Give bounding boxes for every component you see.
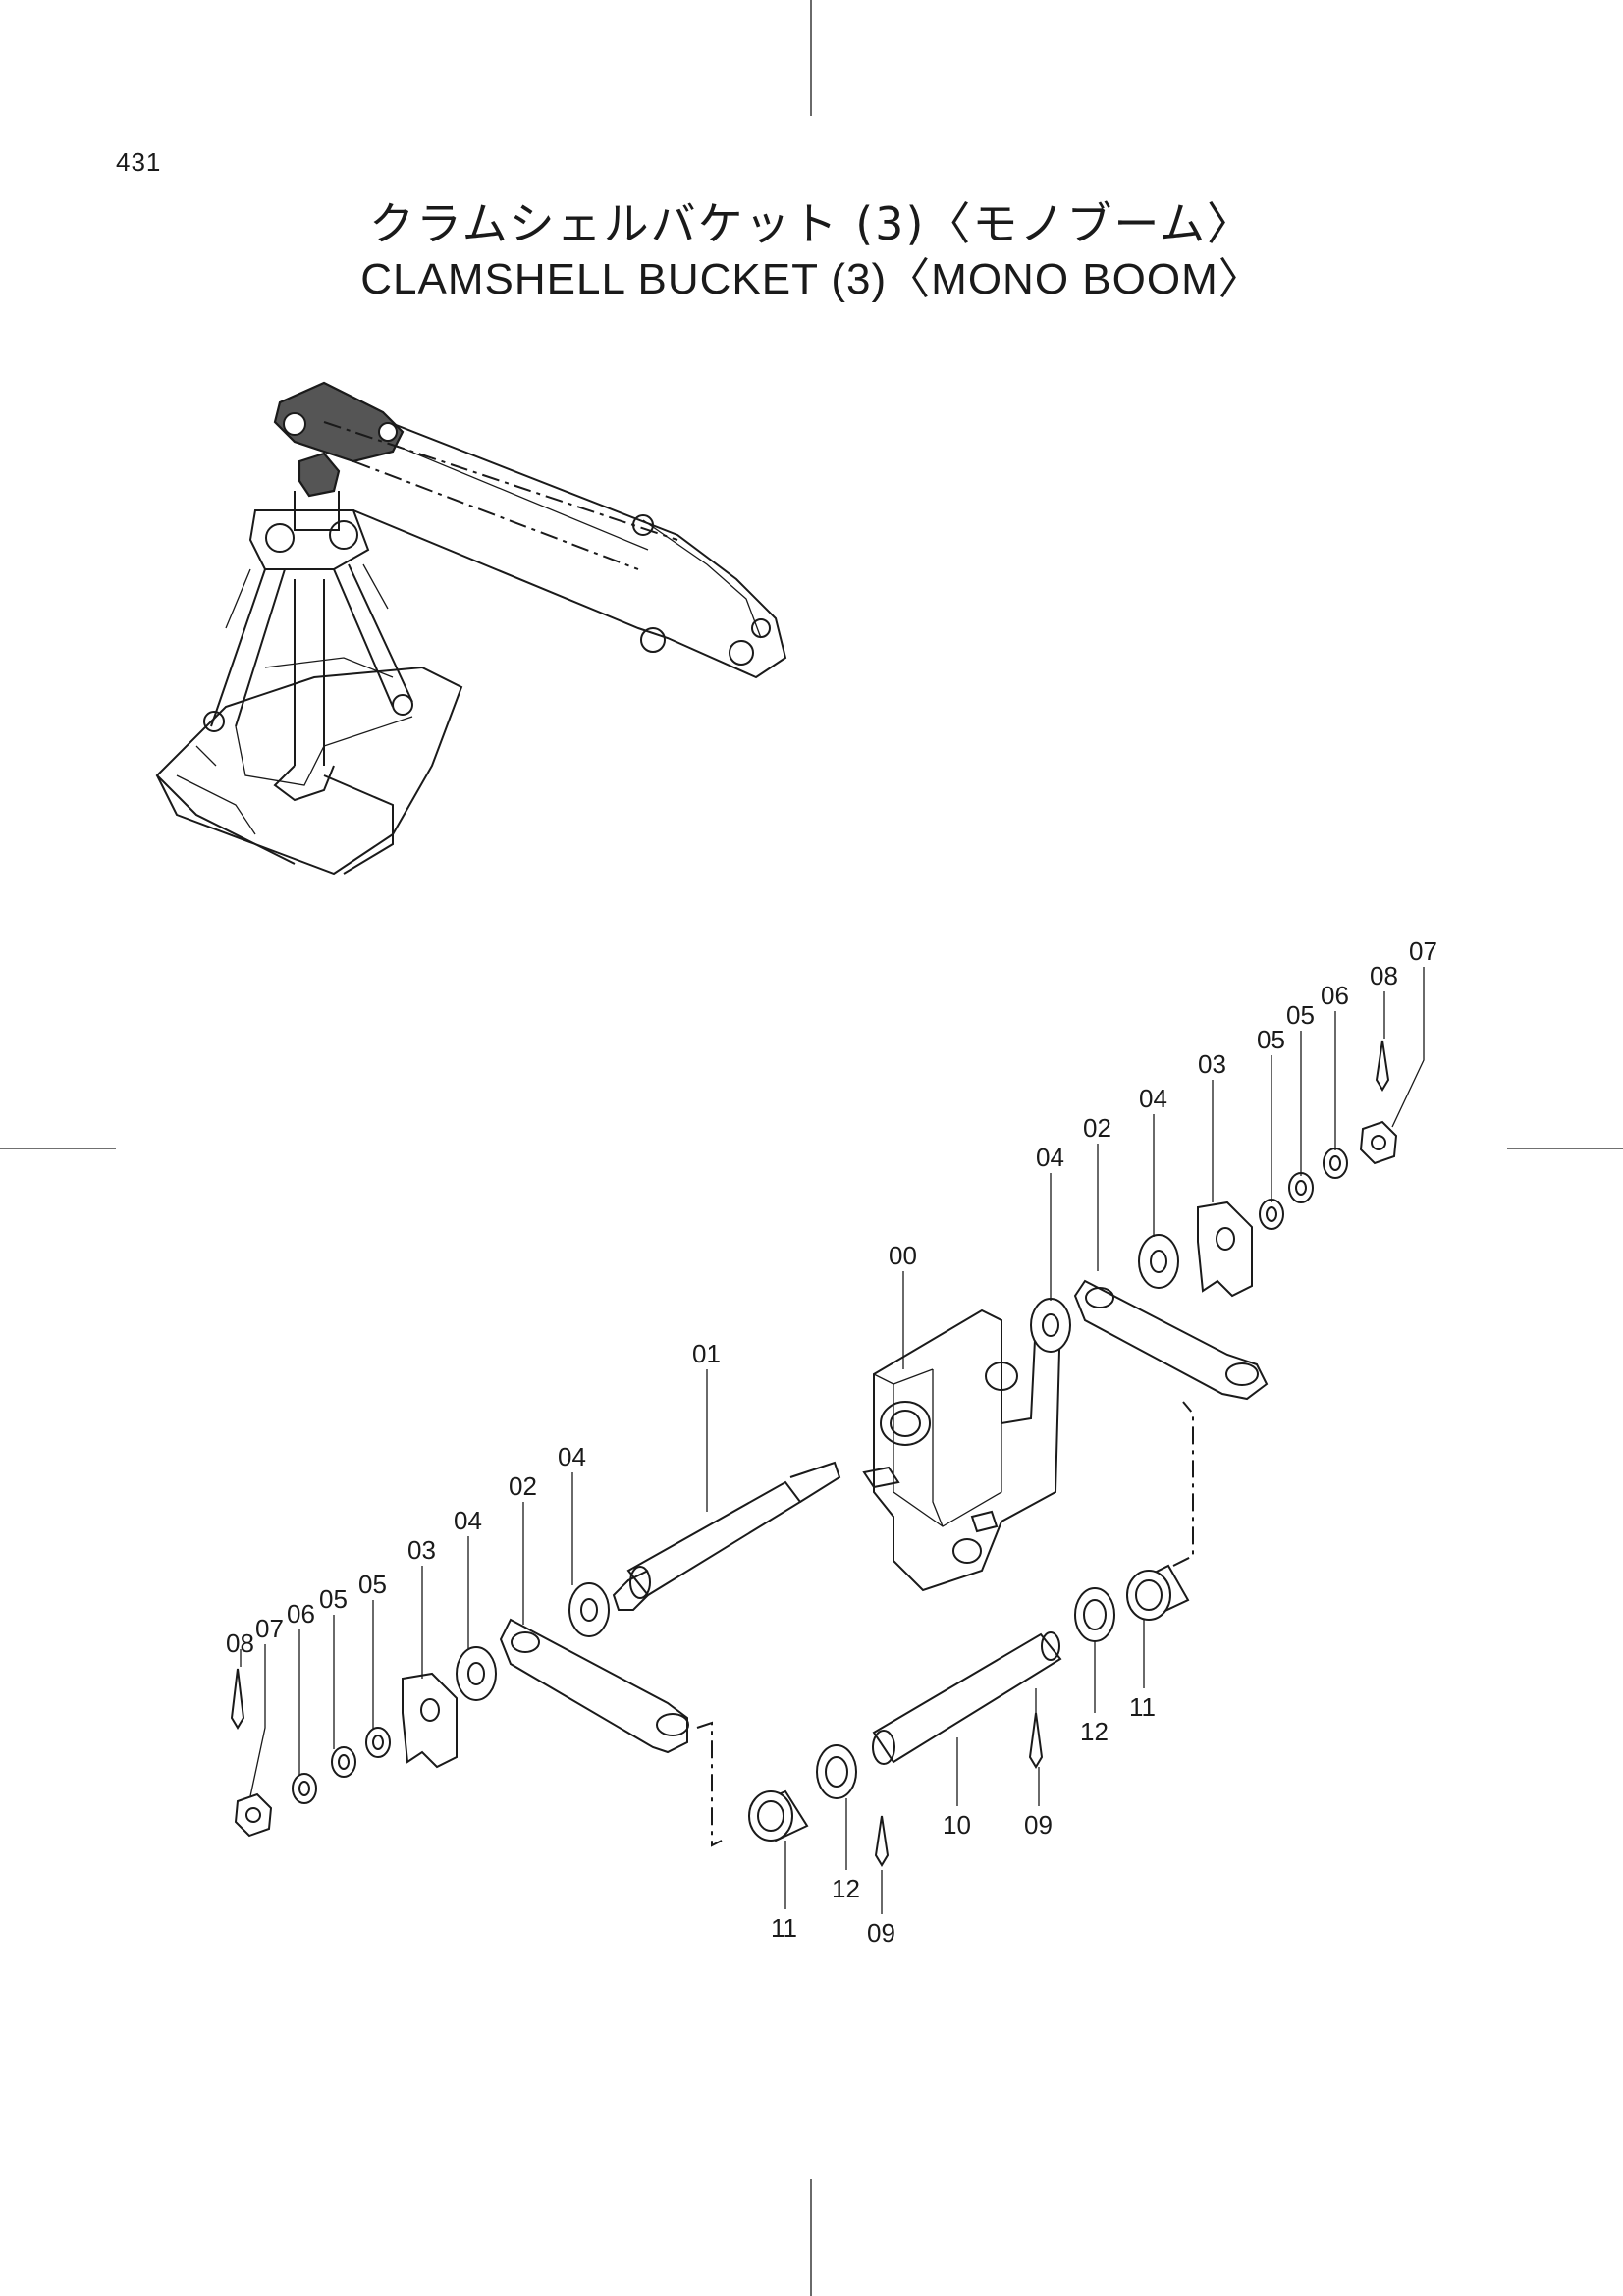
- cotter-pins-09: [874, 1712, 1044, 1867]
- callout-00: 00: [889, 1241, 917, 1270]
- plate-02-right: [1073, 1279, 1269, 1401]
- callout-04: 04: [1036, 1143, 1064, 1172]
- washer-04-left-2: [456, 1646, 497, 1701]
- shim-12-right: [1074, 1587, 1115, 1642]
- callout-05: 05: [319, 1584, 348, 1614]
- callout-08: 08: [1370, 961, 1398, 990]
- callout-03: 03: [1198, 1049, 1226, 1079]
- bushing-11-right: [1126, 1564, 1190, 1621]
- page-number: 431: [116, 147, 162, 177]
- callout-09: 09: [867, 1918, 895, 1948]
- callout-05: 05: [358, 1570, 387, 1599]
- callout-12: 12: [1080, 1717, 1109, 1746]
- callout-07: 07: [1409, 936, 1437, 966]
- washer-04-left-1: [568, 1582, 610, 1637]
- leader-lines: [240, 967, 1425, 1914]
- shim-12-left: [816, 1744, 857, 1799]
- callout-12: 12: [832, 1874, 860, 1903]
- cotter-pin-08-left: [230, 1668, 245, 1730]
- callout-02: 02: [509, 1471, 537, 1501]
- callout-09: 09: [1024, 1810, 1053, 1840]
- callout-05: 05: [1257, 1025, 1285, 1054]
- alignment-lines: [696, 1401, 1194, 1847]
- callout-05: 05: [1286, 1000, 1315, 1030]
- callout-04: 04: [558, 1442, 586, 1471]
- callout-06: 06: [287, 1599, 315, 1629]
- lock-plate-03-right: [1197, 1201, 1253, 1298]
- callout-08: 08: [226, 1629, 254, 1658]
- callout-01: 01: [692, 1339, 721, 1368]
- callout-10: 10: [943, 1810, 971, 1840]
- washer-04-right-1: [1030, 1298, 1071, 1353]
- callout-06: 06: [1321, 981, 1349, 1010]
- callout-11: 11: [771, 1913, 797, 1943]
- nut-07-right: [1359, 1120, 1398, 1165]
- callout-03: 03: [407, 1535, 436, 1565]
- pin-01: [612, 1461, 841, 1611]
- callout-labels: 00 01 04 02 04 03 05 05 06 08 07 04 02 0…: [226, 936, 1437, 1948]
- plate-02-left: [499, 1618, 689, 1754]
- callout-07: 07: [255, 1614, 284, 1643]
- lock-plate-03-left: [402, 1672, 458, 1769]
- washers-05-06-left: [292, 1727, 391, 1804]
- bracket-00: [862, 1308, 1062, 1592]
- cotter-pin-08-right: [1375, 1040, 1390, 1092]
- washers-05-06-right: [1259, 1148, 1348, 1230]
- callout-11: 11: [1129, 1692, 1156, 1722]
- title-english: CLAMSHELL BUCKET (3)〈MONO BOOM〉: [360, 255, 1263, 303]
- callout-02: 02: [1083, 1113, 1111, 1143]
- overview-illustration: [155, 381, 787, 876]
- pin-10: [872, 1631, 1062, 1765]
- bushing-11-left: [748, 1789, 809, 1842]
- callout-04: 04: [1139, 1084, 1167, 1113]
- nut-07-left: [234, 1792, 273, 1838]
- callout-04: 04: [454, 1506, 482, 1535]
- title-japanese: クラムシェルバケット (3)〈モノブーム〉: [368, 197, 1255, 250]
- washer-04-right-2: [1138, 1234, 1179, 1289]
